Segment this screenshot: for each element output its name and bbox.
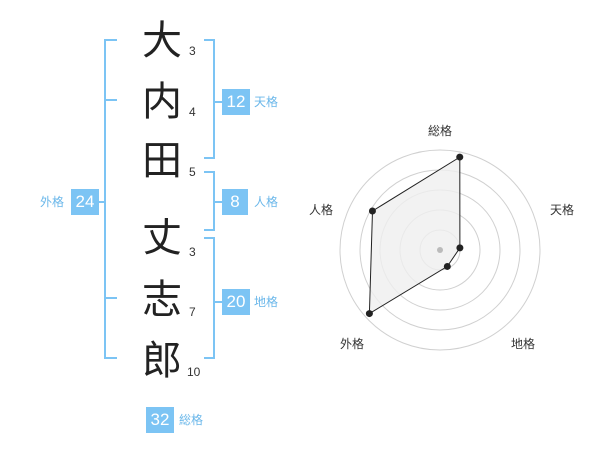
gaikaku-label: 外格 bbox=[40, 195, 65, 209]
gaikaku-value-badge: 24 bbox=[71, 189, 99, 215]
tenkaku-label: 天格 bbox=[254, 95, 279, 109]
stroke-count-3: 5 bbox=[189, 165, 196, 179]
tenkaku-value-badge: 12 bbox=[222, 89, 250, 115]
stroke-count-5: 7 bbox=[189, 305, 196, 319]
radar-label-soukaku: 総格 bbox=[428, 124, 453, 138]
soukaku-value-badge: 32 bbox=[146, 407, 174, 433]
radar-point-chikaku bbox=[443, 262, 451, 270]
radar-point-jinkaku bbox=[368, 207, 376, 215]
chikaku-value-badge: 20 bbox=[222, 289, 250, 315]
stroke-count-2: 4 bbox=[189, 105, 196, 119]
gaikaku-bracket bbox=[98, 39, 117, 359]
name-char-5: 志 bbox=[142, 277, 182, 323]
jinkaku-bracket bbox=[204, 171, 222, 231]
radar-ring-1 bbox=[339, 149, 541, 351]
radar-center-dot bbox=[437, 247, 443, 253]
radar-label-tenkaku: 天格 bbox=[550, 203, 575, 217]
jinkaku-value-badge: 8 bbox=[222, 189, 248, 215]
jinkaku-label: 人格 bbox=[254, 195, 279, 209]
name-char-2: 内 bbox=[142, 79, 182, 125]
chikaku-label: 地格 bbox=[254, 295, 279, 309]
chikaku-bracket bbox=[204, 237, 222, 359]
radar-point-soukaku bbox=[456, 153, 464, 161]
name-char-6: 郎 bbox=[142, 338, 182, 384]
soukaku-label: 総格 bbox=[179, 413, 204, 427]
name-char-4: 丈 bbox=[142, 215, 182, 261]
radar-label-chikaku: 地格 bbox=[511, 337, 536, 351]
radar-polygon bbox=[368, 156, 461, 315]
radar-chart bbox=[339, 149, 541, 351]
radar-point-gaikaku bbox=[365, 310, 373, 318]
stroke-count-6: 10 bbox=[187, 365, 201, 379]
radar-label-gaikaku: 外格 bbox=[340, 337, 365, 351]
stroke-count-1: 3 bbox=[189, 44, 196, 58]
name-char-3: 田 bbox=[142, 138, 182, 184]
name-char-1: 大 bbox=[142, 18, 182, 64]
stroke-count-4: 3 bbox=[189, 245, 196, 259]
radar-label-jinkaku: 人格 bbox=[309, 203, 334, 217]
radar-point-tenkaku bbox=[456, 244, 464, 252]
tenkaku-bracket bbox=[204, 39, 222, 159]
